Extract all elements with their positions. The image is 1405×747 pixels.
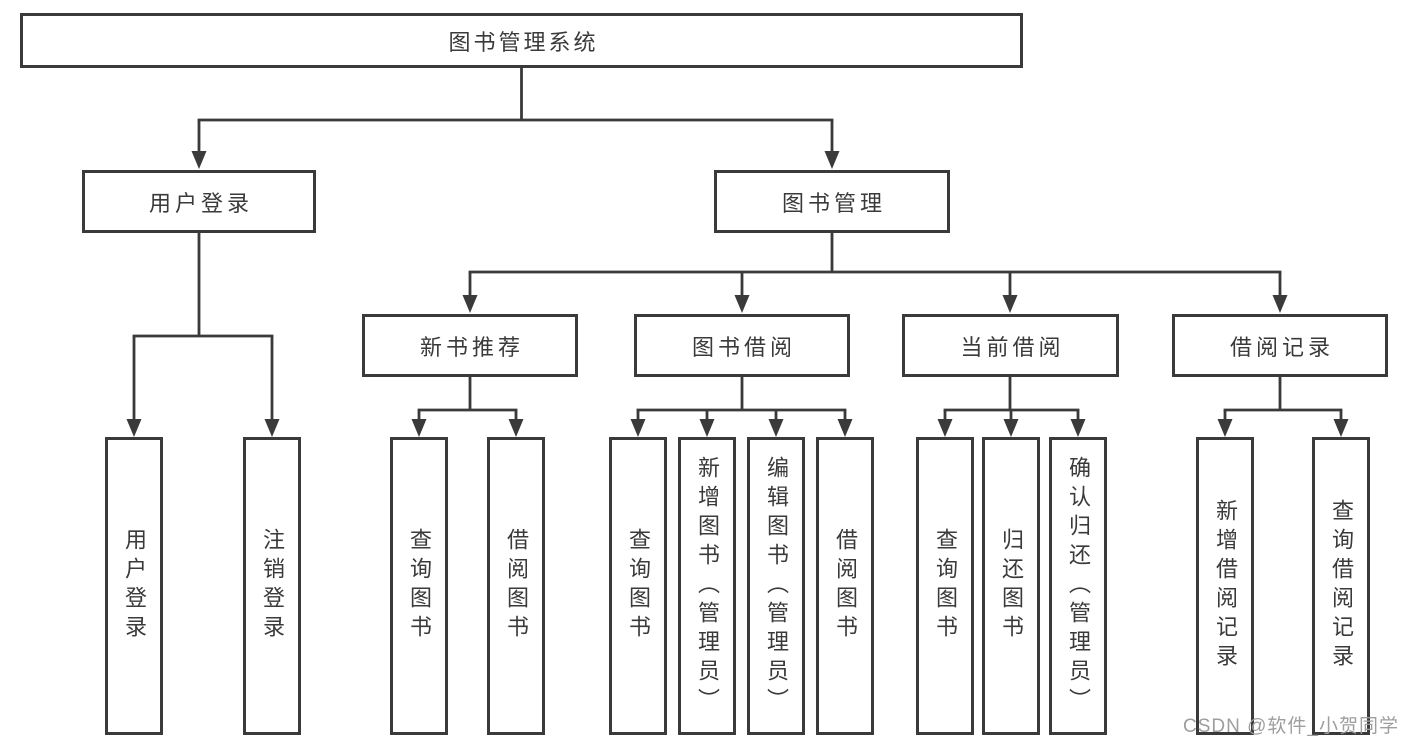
leaf-recommend-query-books: 查询图书 xyxy=(390,437,448,735)
leaf-return-books: 归还图书 xyxy=(982,437,1040,735)
node-book-borrow: 图书借阅 xyxy=(634,314,850,377)
node-root: 图书管理系统 xyxy=(20,13,1023,68)
node-borrow-records: 借阅记录 xyxy=(1172,314,1388,377)
leaf-current-query-books: 查询图书 xyxy=(916,437,974,735)
leaf-user-login: 用户登录 xyxy=(105,437,163,735)
leaf-query-borrow-record: 查询借阅记录 xyxy=(1312,437,1370,735)
watermark: CSDN @软件_小贺同学 xyxy=(1183,716,1399,737)
leaf-add-borrow-record: 新增借阅记录 xyxy=(1196,437,1254,735)
node-user-login: 用户登录 xyxy=(82,170,316,233)
leaf-borrow-books: 借阅图书 xyxy=(816,437,874,735)
leaf-edit-books-admin: 编辑图书（管理员） xyxy=(747,437,805,735)
node-book-management: 图书管理 xyxy=(714,170,950,233)
node-current-borrow: 当前借阅 xyxy=(902,314,1119,377)
leaf-borrow-query-books: 查询图书 xyxy=(609,437,667,735)
leaf-recommend-borrow-books: 借阅图书 xyxy=(487,437,545,735)
leaf-add-books-admin: 新增图书（管理员） xyxy=(678,437,736,735)
leaf-confirm-return-admin: 确认归还（管理员） xyxy=(1049,437,1107,735)
leaf-logout-login: 注销登录 xyxy=(243,437,301,735)
node-new-book-recommend: 新书推荐 xyxy=(362,314,578,377)
arrowheads xyxy=(126,151,1349,437)
